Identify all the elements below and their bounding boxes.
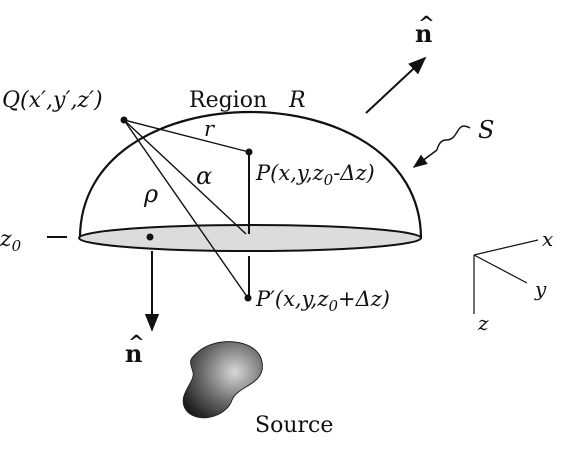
surface-pointer-arrow [412, 149, 438, 168]
axis-y-label: y [534, 277, 547, 301]
source-label: Source [255, 413, 333, 438]
distance-rho-label: ρ [143, 180, 158, 208]
point-pprime-dot [244, 294, 252, 302]
surface-label: S [478, 116, 494, 144]
surface-pointer-squiggle [436, 125, 471, 151]
hemisphere-surface [78, 111, 423, 239]
point-p-label: P(x,y,z0-Δz) [255, 161, 375, 189]
line-to-center [123, 119, 247, 235]
line-rho [123, 119, 249, 299]
z0-label: z0 [0, 227, 22, 255]
normal-bottom-label: n [125, 339, 142, 368]
disc-point-dot [146, 233, 154, 241]
angle-alpha-label: α [196, 162, 212, 190]
source-blob [182, 341, 263, 419]
axis-x-line [473, 239, 539, 256]
point-p-dot [245, 148, 253, 156]
normal-top-label: n [415, 19, 432, 48]
region-symbol: R [288, 88, 306, 113]
axis-z-label: z [477, 311, 489, 335]
normal-top-hat: ^ [418, 11, 435, 35]
region-label: Region [189, 88, 267, 113]
axis-x-label: x [542, 227, 553, 251]
axis-y-line [473, 254, 528, 284]
line-r [123, 119, 250, 153]
normal-arrow-top [365, 56, 427, 114]
point-q-label: Q(x′,y′,z′) [2, 88, 103, 113]
point-q-dot [120, 116, 128, 124]
normal-bottom-hat: ^ [128, 330, 145, 354]
distance-r-label: r [204, 117, 216, 141]
point-pprime-label: P′(x,y,z0+Δz) [255, 287, 390, 315]
